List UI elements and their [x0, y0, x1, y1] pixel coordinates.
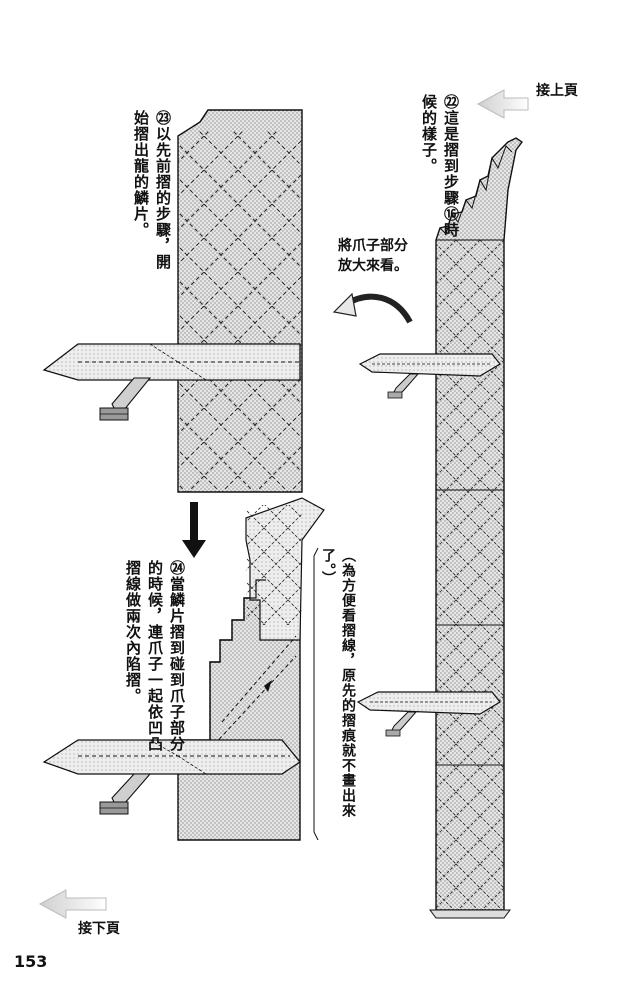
prev-page-label[interactable]: 接上頁	[536, 83, 578, 99]
step23-figure	[42, 109, 303, 493]
prev-page-arrow[interactable]	[476, 89, 529, 119]
zoom-callout-text: 將爪子部分放大來看。	[338, 238, 408, 274]
down-arrow	[182, 502, 206, 558]
fold-note: （為方便看摺線，原先的摺痕就不畫出來了。）	[320, 548, 356, 818]
zoom-curved-arrow	[332, 292, 413, 324]
next-page-label[interactable]: 接下頁	[78, 921, 120, 937]
step23-caption: ㉓以先前摺的步驟，開始摺出龍的鱗片。	[132, 110, 172, 270]
step22-caption: ㉒這是摺到步驟⑯時候的樣子。	[420, 94, 460, 238]
step22-figure	[356, 137, 524, 919]
step24-figure	[42, 497, 325, 841]
step24-caption: ㉔當鱗片摺到碰到爪子部分的時候，連爪子一起依凹凸摺線做兩次內陷摺。	[124, 560, 186, 752]
next-page-arrow[interactable]	[38, 889, 107, 919]
page-number: 153	[14, 952, 48, 971]
